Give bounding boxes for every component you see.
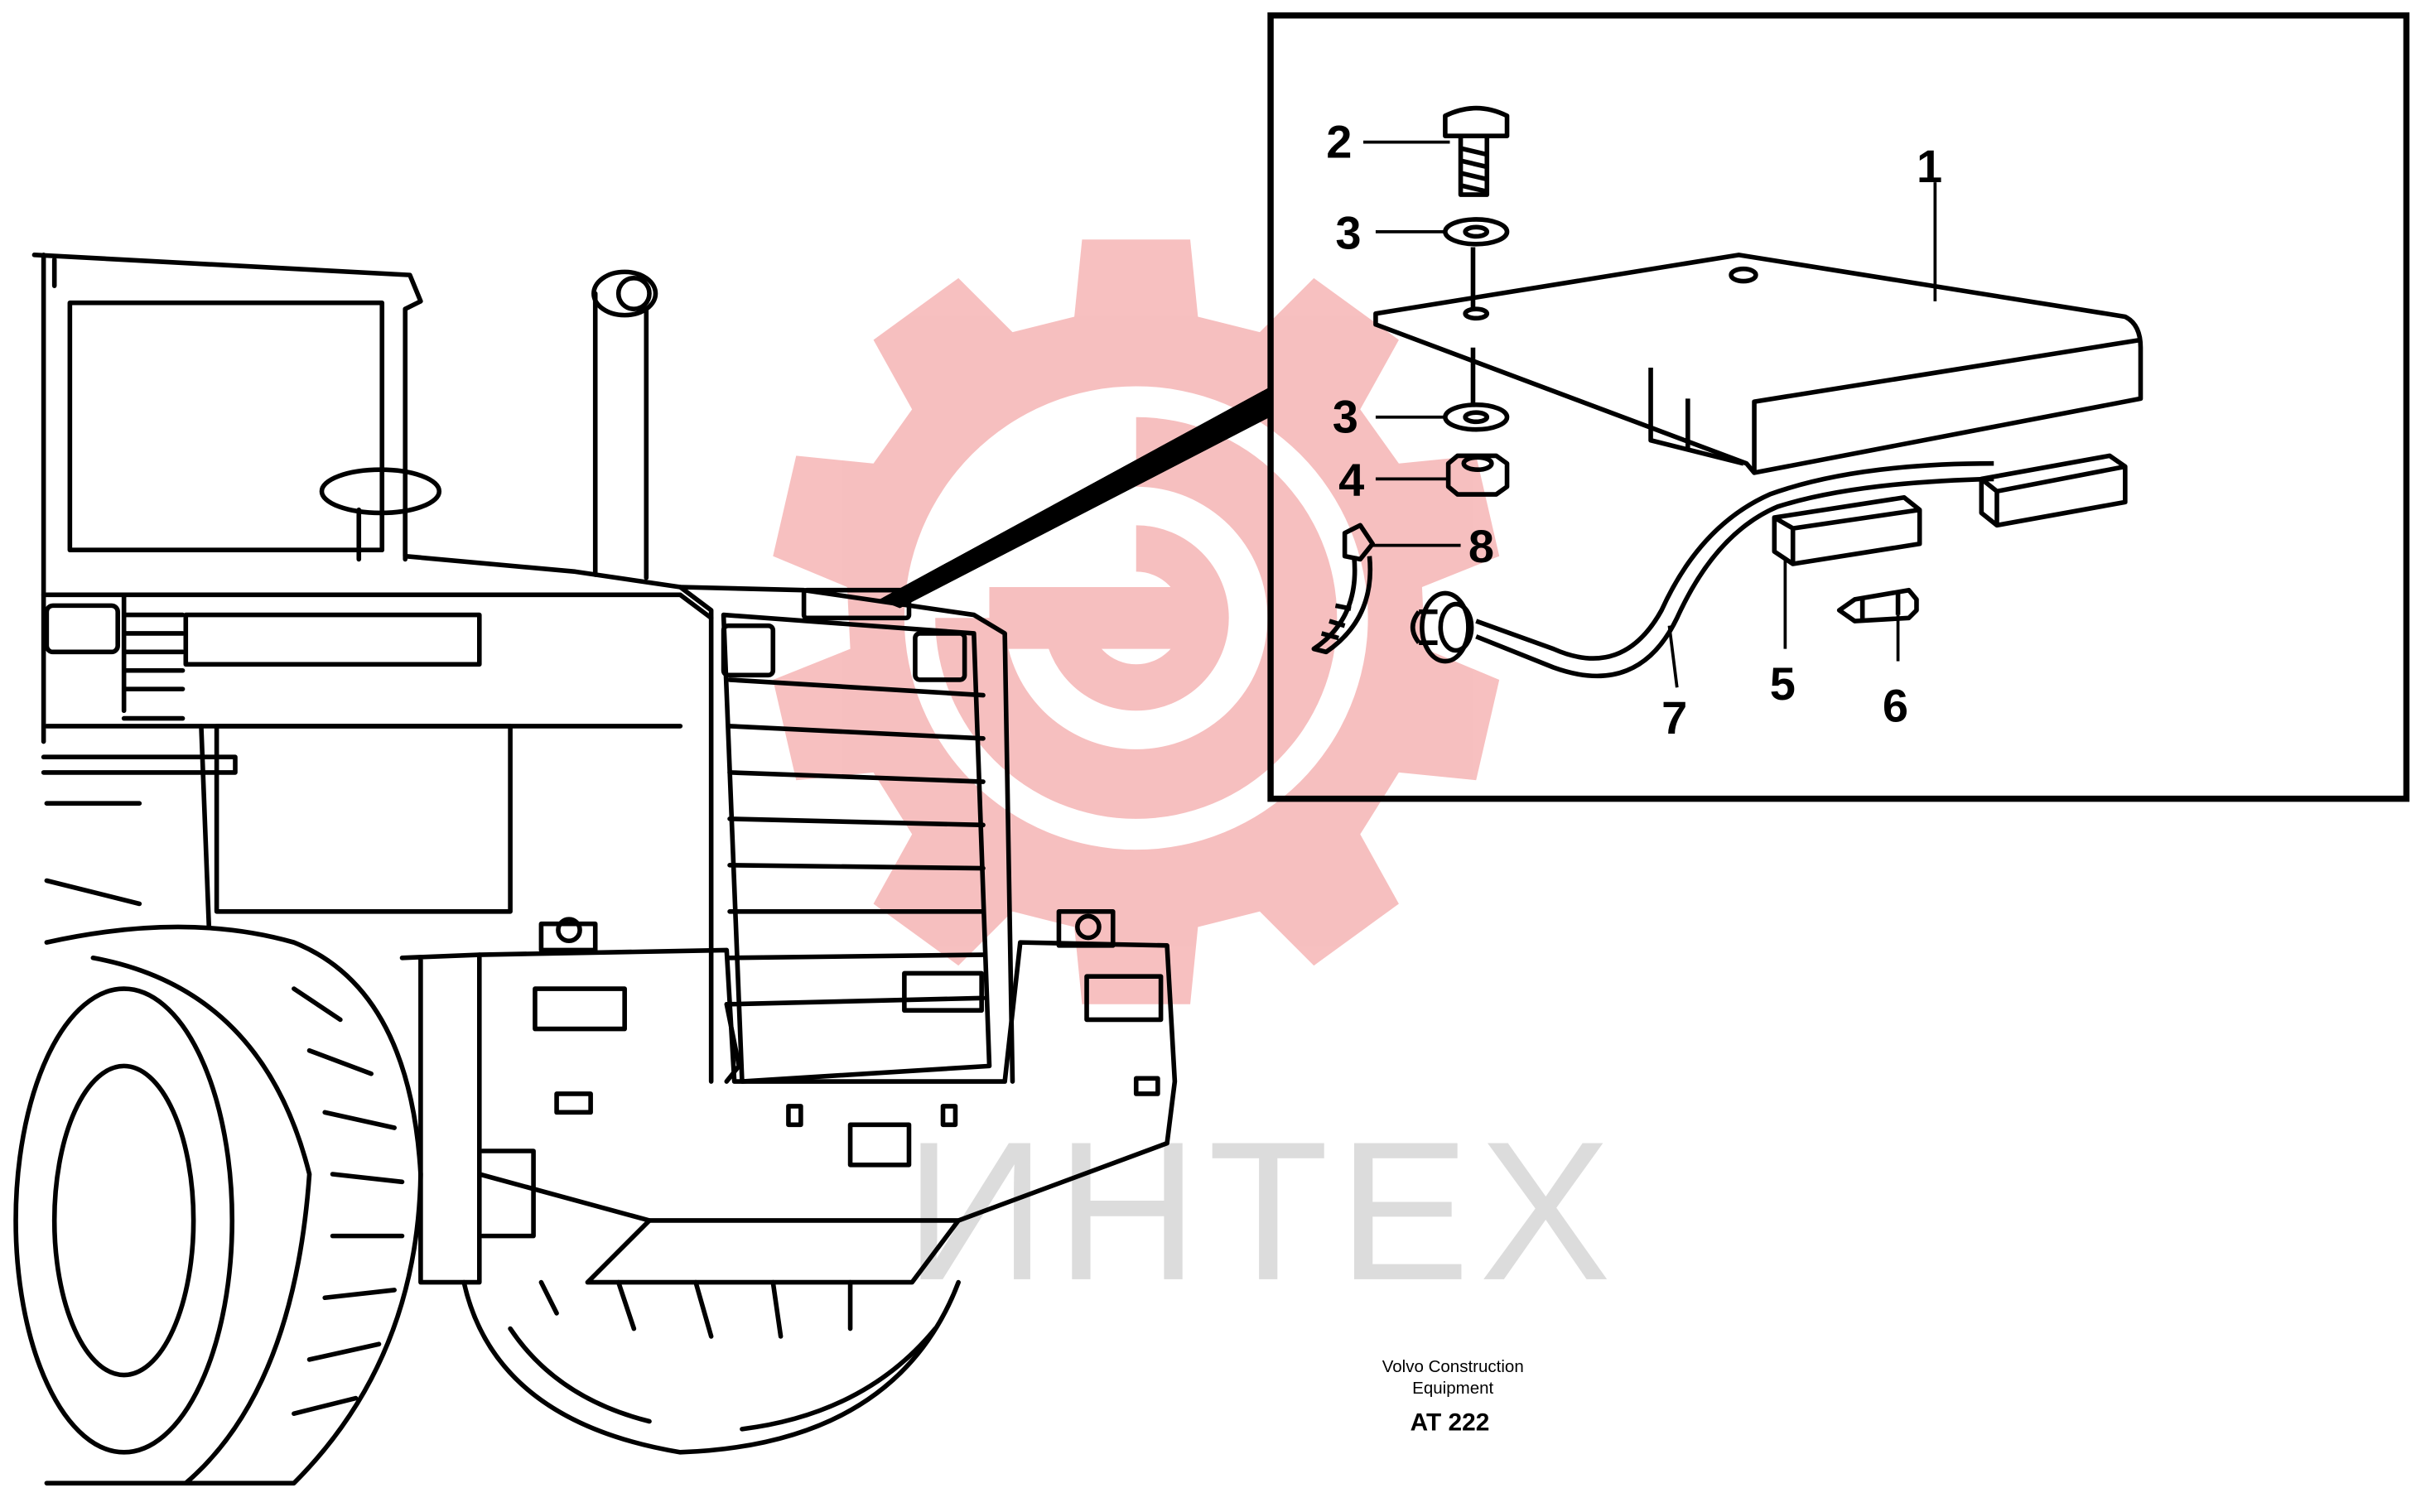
zoom-connector xyxy=(879,385,1273,609)
detail-inset-frame xyxy=(1267,12,2410,802)
callout-6: 6 xyxy=(1883,679,1908,731)
callout-8: 8 xyxy=(1468,520,1494,572)
callout-3a: 3 xyxy=(1335,206,1361,258)
inset-parts xyxy=(1311,105,2144,679)
callout-1: 1 xyxy=(1917,140,1942,192)
watermark-gear-icon xyxy=(773,239,1500,1004)
callout-3b: 3 xyxy=(1333,390,1358,442)
caption-line2: Equipment xyxy=(1412,1379,1493,1398)
loader-drawing xyxy=(13,253,1178,1486)
callout-5: 5 xyxy=(1770,657,1796,710)
leader-lines xyxy=(1363,140,1937,688)
caption-code: AT 222 xyxy=(1411,1409,1490,1437)
watermark-text: ИНТЕХ xyxy=(904,1100,1620,1322)
callout-2: 2 xyxy=(1326,115,1352,167)
callout-4: 4 xyxy=(1338,454,1364,506)
callout-7: 7 xyxy=(1661,691,1687,744)
caption-line1: Volvo Construction xyxy=(1382,1357,1524,1376)
